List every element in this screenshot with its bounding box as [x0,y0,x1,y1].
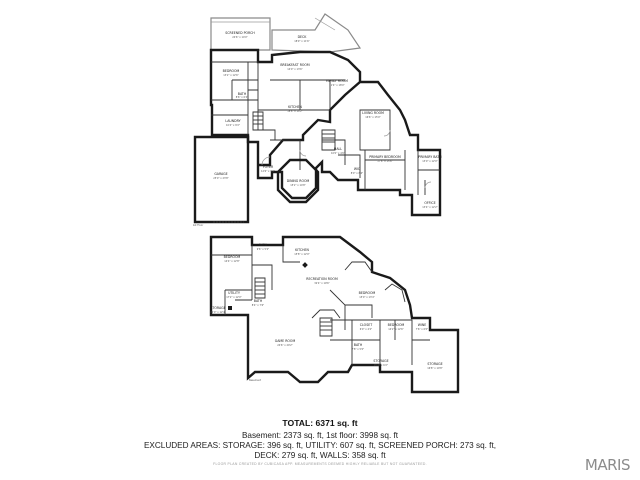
room-label: BREAKFAST ROOM [280,63,310,67]
room-dim: 13'2" x 12'6" [223,74,239,77]
room-label: PRIMARY BEDROOM [369,155,401,159]
room-label: RECREATION ROOM [306,277,338,281]
octagon-dining-wall [276,158,320,204]
room-label: KITCHEN [288,105,302,109]
room-label: GARAGE [214,172,227,176]
basement-plan: Basement BEDROOM 14'4" x 12'8" BATH 9'6"… [209,235,460,394]
room-dim: 8'6" x 6'4" [236,96,249,99]
first-floor-exterior-wall [209,48,442,217]
room-label: STORAGE [373,359,388,363]
room-label: LAUNDRY [225,119,240,123]
basement-room-labels: BEDROOM 14'4" x 12'8" BATH 9'6" x 5'2" K… [210,243,443,370]
room-dim: 10'4" x 8'2" [226,124,240,127]
room-label: HALL [334,147,342,151]
first-floor-doors [261,129,432,189]
first-floor-stairs [252,111,336,151]
basement-exterior-wall [209,235,460,394]
column-marker [228,306,232,310]
room-dim: 8'4" x 7'6" [252,304,265,307]
first-floor-caption: 1st Floor [193,224,203,227]
total-area: TOTAL: 6371 sq. ft [282,418,358,428]
room-label: WINE [418,323,427,327]
room-label: BATH [354,343,363,347]
room-dim: 24'6" x 20'2" [277,344,293,347]
room-label: BEDROOM [223,69,240,73]
garage-wall [193,135,250,224]
basement-bay-3 [311,309,341,319]
room-label: LIVING ROOM [362,111,384,115]
room-label: UTILITY [228,291,240,295]
first-floor-interior-walls [211,61,440,195]
basement-caption: Basement [249,379,261,382]
excluded-areas-line-2: DECK: 279 sq. ft, WALLS: 358 sq. ft [254,451,386,460]
column-marker [302,262,308,268]
room-dim: 15'2" x 14'8" [290,184,306,187]
room-label: PRIMARY BATH [418,155,442,159]
room-dim: 14'0" x 13'6" [287,68,303,71]
room-dim: 24'6" x 14'0" [232,36,248,39]
basement-bay [344,261,373,273]
room-dim: 9'10" x 6'2" [374,364,388,367]
brand-logo: MARIS [584,456,631,474]
room-label: BEDROOM [388,323,405,327]
disclaimer: FLOOR PLAN CREATED BY CUBICASA APP. MEAS… [213,462,427,466]
floor-plan: 1st Floor SCREENED PORCH 24'6" x 14'0" D… [193,13,460,394]
room-label: BATH [254,299,263,303]
room-dim: 9'6" x 5'2" [257,248,270,251]
room-label: CLOSET [360,323,372,327]
excluded-areas-line: EXCLUDED AREAS: STORAGE: 396 sq. ft, UTI… [143,441,497,450]
room-dim: 16'8" x 10'8" [427,367,443,370]
room-label: OFFICE [424,201,435,205]
basement-interior-walls [211,245,430,365]
basement-stairs [254,277,333,337]
room-dim: 22'0" x 12'4" [210,311,226,314]
room-label: BEDROOM [224,255,241,259]
room-dim: 16'6" x 15'0" [365,116,381,119]
room-dim: 17'2" x 12'0" [226,296,242,299]
screened-porch-outline [210,17,271,51]
room-dim: 7'8" x 5'0" [352,348,365,351]
room-dim: 7'6" x 6'0" [416,328,429,331]
room-dim: 12'6" x 9'4" [261,170,275,173]
room-label: BATH [238,92,247,96]
room-dim: 21'4" x 18'0" [329,84,345,87]
room-label: STORAGE [427,362,442,366]
room-dim: 13'4" x 12'2" [422,206,438,209]
room-label: DINING ROOM [287,179,310,183]
room-dim: 25'0" x 23'8" [213,177,229,180]
room-dim: 18'8" x 14'2" [287,110,303,113]
room-dim: 10'0" x 4'0" [331,152,345,155]
room-dim: 32'4" x 19'6" [314,282,330,285]
deck-outline [271,13,362,53]
room-dim: 8'0" x 6'6" [351,172,364,175]
room-dim: 15'0" x 13'4" [359,296,375,299]
room-dim: 13'0" x 12'0" [422,160,438,163]
first-floor-plan: 1st Floor SCREENED PORCH 24'6" x 14'0" D… [193,13,442,227]
room-label: DECK [298,35,308,39]
room-label: STORAGE [210,306,225,310]
room-dim: 6'0" x 4'2" [360,328,373,331]
room-dim: 18'9" x 11'6" [294,40,310,43]
basement-bay-2 [384,283,406,303]
room-label: KITCHEN [295,248,309,252]
first-floor-room-labels: SCREENED PORCH 24'6" x 14'0" DECK 18'9" … [213,31,442,209]
room-label: FOYER [263,165,274,169]
room-label: GAME ROOM [275,339,296,343]
room-label: WIC [354,167,361,171]
room-label: BEDROOM [359,291,376,295]
floor-areas-line: Basement: 2373 sq. ft, 1st floor: 3998 s… [241,431,399,440]
room-label: FAMILY ROOM [326,79,348,83]
room-label: BATH [259,243,268,247]
room-dim: 15'8" x 12'0" [294,253,310,256]
room-label: SCREENED PORCH [225,31,255,35]
room-dim: 14'2" x 12'6" [388,328,404,331]
room-dim: 17'8" x 15'6" [377,160,393,163]
room-dim: 14'4" x 12'8" [224,260,240,263]
